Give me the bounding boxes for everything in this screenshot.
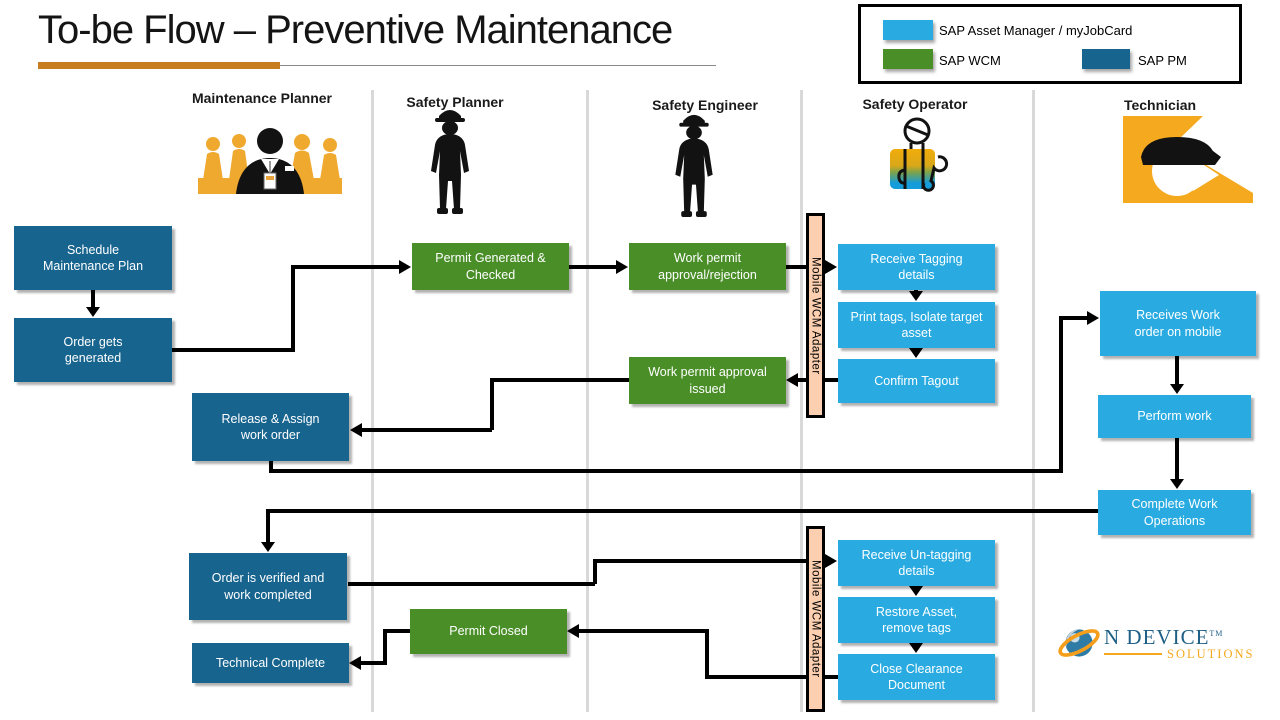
lane-divider bbox=[800, 90, 803, 712]
logo-name: N DEVICETM bbox=[1104, 624, 1224, 649]
legend-swatch-sap-wcm bbox=[883, 49, 933, 69]
legend-swatch-sap-asset-manager bbox=[883, 20, 933, 40]
lane-header-safety-operator: Safety Operator bbox=[862, 96, 968, 112]
node-restore-asset-remove-tags: Restore Asset, remove tags bbox=[838, 597, 995, 643]
node-complete-work-operations: Complete Work Operations bbox=[1098, 490, 1251, 535]
technician-hardhat-icon bbox=[1103, 113, 1253, 208]
legend-swatch-sap-pm bbox=[1082, 49, 1130, 69]
legend-label-sap-asset-manager: SAP Asset Manager / myJobCard bbox=[939, 23, 1133, 38]
node-close-clearance-document: Close Clearance Document bbox=[838, 654, 995, 700]
node-technical-complete: Technical Complete bbox=[192, 643, 349, 683]
connector-segment bbox=[490, 378, 629, 382]
connector-arrowhead bbox=[1170, 479, 1184, 489]
node-release-assign-work-order: Release & Assign work order bbox=[192, 393, 349, 461]
connector-arrowhead bbox=[349, 656, 361, 670]
connector-segment bbox=[383, 629, 387, 665]
connector-segment bbox=[361, 661, 385, 665]
node-confirm-tagout: Confirm Tagout bbox=[838, 359, 995, 403]
connector-segment bbox=[266, 511, 270, 543]
connector-arrowhead bbox=[909, 586, 923, 596]
logo-trademark: TM bbox=[1209, 628, 1224, 638]
connector-arrowhead bbox=[261, 542, 275, 552]
lane-divider bbox=[586, 90, 589, 712]
connector-segment bbox=[798, 378, 812, 382]
node-order-gets-generated: Order gets generated bbox=[14, 318, 172, 382]
node-work-permit-approval-rejection: Work permit approval/rejection bbox=[629, 243, 786, 290]
connector-segment bbox=[705, 629, 709, 679]
worker-silhouette-icon bbox=[668, 108, 720, 223]
node-order-verified-work-completed: Order is verified and work completed bbox=[189, 553, 347, 620]
connector-segment bbox=[786, 265, 825, 269]
connector-arrowhead bbox=[825, 554, 837, 568]
connector-segment bbox=[569, 265, 616, 269]
connector-arrowhead bbox=[825, 260, 837, 274]
connector-arrowhead bbox=[1170, 384, 1184, 394]
logo-subtitle: SOLUTIONS bbox=[1167, 646, 1255, 661]
mobile-wcm-adapter-bar: Mobile WCM Adapter bbox=[806, 213, 825, 418]
connector-arrowhead bbox=[350, 423, 362, 437]
connector-segment bbox=[1175, 356, 1179, 385]
node-receive-untagging-details: Receive Un-tagging details bbox=[838, 540, 995, 586]
node-permit-closed: Permit Closed bbox=[410, 609, 567, 654]
connector-arrowhead bbox=[86, 307, 100, 317]
lane-header-safety-planner: Safety Planner bbox=[406, 94, 504, 110]
connector-segment bbox=[269, 469, 1063, 473]
legend-label-sap-wcm: SAP WCM bbox=[939, 53, 1001, 68]
connector-arrowhead bbox=[567, 624, 579, 638]
page-title: To-be Flow – Preventive Maintenance bbox=[38, 8, 673, 52]
lane-divider bbox=[371, 90, 374, 712]
node-schedule-maintenance-plan: Schedule Maintenance Plan bbox=[14, 226, 172, 290]
connector-segment bbox=[348, 582, 595, 586]
lane-header-technician: Technician bbox=[1123, 97, 1197, 113]
connector-segment bbox=[291, 265, 295, 352]
on-device-solutions-logo: N DEVICETM SOLUTIONS bbox=[1056, 612, 1266, 674]
logo-divider-line bbox=[1104, 653, 1162, 655]
node-perform-work: Perform work bbox=[1098, 395, 1251, 438]
legend-label-sap-pm: SAP PM bbox=[1138, 53, 1187, 68]
connector-segment bbox=[1059, 316, 1063, 473]
connector-segment bbox=[269, 460, 273, 473]
connector-arrowhead bbox=[909, 291, 923, 301]
node-print-tags-isolate-target-asset: Print tags, Isolate target asset bbox=[838, 302, 995, 348]
connector-arrowhead bbox=[1087, 311, 1099, 325]
lane-header-maintenance-planner: Maintenance Planner bbox=[191, 90, 333, 106]
node-permit-generated-checked: Permit Generated & Checked bbox=[412, 243, 569, 290]
mobile-wcm-adapter-bar: Mobile WCM Adapter bbox=[806, 526, 825, 712]
connector-segment bbox=[579, 629, 707, 633]
title-rule bbox=[280, 65, 716, 66]
connector-segment bbox=[1175, 438, 1179, 480]
connector-arrowhead bbox=[399, 260, 411, 274]
lane-header-safety-engineer: Safety Engineer bbox=[652, 97, 758, 113]
connector-arrowhead bbox=[909, 348, 923, 358]
connector-segment bbox=[293, 265, 399, 269]
connector-segment bbox=[593, 559, 597, 584]
legend-box: SAP Asset Manager / myJobCard SAP WCM SA… bbox=[858, 4, 1242, 84]
operator-vest-wrench-icon bbox=[883, 116, 949, 201]
node-work-permit-approval-issued: Work permit approval issued bbox=[629, 357, 786, 404]
connector-segment bbox=[266, 509, 1098, 513]
connector-segment bbox=[362, 428, 492, 432]
connector-arrowhead bbox=[909, 643, 923, 653]
team-with-manager-icon bbox=[195, 128, 345, 199]
connector-segment bbox=[705, 675, 838, 679]
connector-segment bbox=[490, 378, 494, 430]
globe-icon bbox=[1058, 629, 1100, 657]
node-receive-tagging-details: Receive Tagging details bbox=[838, 244, 995, 290]
connector-segment bbox=[383, 629, 410, 633]
node-receives-work-order-on-mobile: Receives Work order on mobile bbox=[1100, 291, 1256, 356]
connector-segment bbox=[172, 348, 293, 352]
connector-arrowhead bbox=[786, 373, 798, 387]
lane-divider bbox=[1032, 90, 1035, 712]
connector-segment bbox=[1061, 316, 1087, 320]
connector-segment bbox=[91, 290, 95, 309]
title-accent-bar bbox=[38, 62, 280, 69]
connector-arrowhead bbox=[616, 260, 628, 274]
connector-segment bbox=[593, 559, 825, 563]
worker-silhouette-icon bbox=[424, 103, 476, 220]
